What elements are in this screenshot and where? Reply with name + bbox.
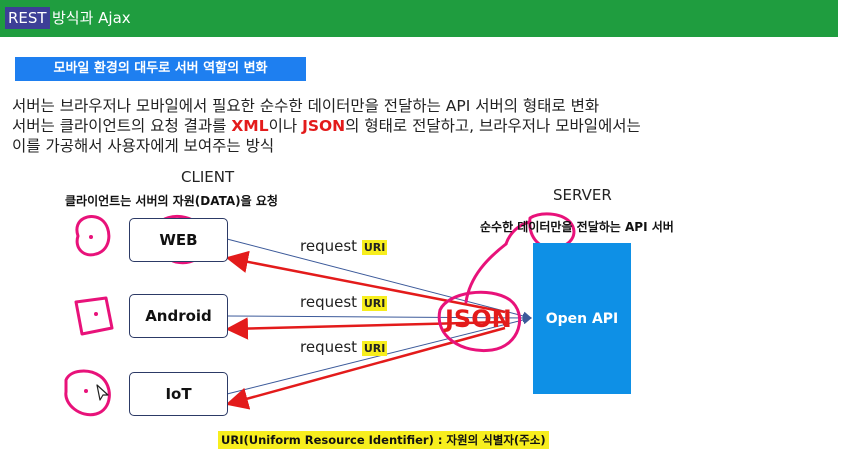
- request-text: request: [300, 293, 358, 311]
- xml-keyword: XML: [231, 117, 269, 135]
- description-line-3: 이를 가공해서 사용자에게 보여주는 방식: [12, 137, 275, 155]
- description-line-2-pre: 서버는 클라이언트의 요청 결과를: [12, 117, 232, 135]
- request-label-3: request URI: [300, 338, 388, 356]
- request-label-2: request URI: [300, 293, 388, 311]
- client-box-web: WEB: [129, 218, 228, 262]
- uri-tag: URI: [361, 240, 388, 255]
- rest-logo: REST: [5, 7, 50, 29]
- open-api-server-box: Open API: [533, 243, 631, 394]
- request-label-1: request URI: [300, 237, 388, 255]
- json-label: JSON: [445, 305, 512, 333]
- response-line-iot: [225, 326, 506, 410]
- description-line-2: 서버는 클라이언트의 요청 결과를 XML이나 JSON의 형태로 전달하고, …: [12, 116, 641, 136]
- section-label: 모바일 환경의 대두로 서버 역할의 변화: [15, 57, 306, 81]
- title-bar: REST 방식과 Ajax: [0, 0, 838, 37]
- request-line-iot: [226, 315, 532, 395]
- pen-annotations: [64, 212, 576, 417]
- client-box-android: Android: [129, 294, 228, 338]
- description-line-1: 서버는 브라우저나 모바일에서 필요한 순수한 데이터만을 전달하는 API 서…: [12, 97, 600, 115]
- response-line-web: [225, 250, 506, 314]
- json-keyword: JSON: [302, 117, 346, 135]
- client-caption: 클라이언트는 서버의 자원(DATA)을 요청: [65, 194, 278, 208]
- request-line-web: [226, 238, 532, 321]
- description-line-2-mid: 이나: [268, 117, 303, 135]
- client-title: CLIENT: [181, 168, 235, 186]
- request-text: request: [300, 237, 358, 255]
- server-title: SERVER: [553, 186, 612, 204]
- client-box-iot: IoT: [129, 372, 228, 416]
- description-line-2-post: 의 형태로 전달하고, 브라우저나 모바일에서는: [345, 117, 641, 135]
- uri-tag: URI: [361, 341, 388, 356]
- pen-cursor-icon: [96, 384, 109, 401]
- response-line-android: [225, 317, 506, 340]
- request-text: request: [300, 338, 358, 356]
- page-title: 방식과 Ajax: [52, 9, 131, 27]
- server-caption: 순수한 데이터만을 전달하는 API 서버: [480, 220, 674, 234]
- request-line-android: [226, 313, 532, 323]
- uri-definition-note: URI(Uniform Resource Identifier) : 자원의 식…: [218, 431, 549, 449]
- uri-tag: URI: [361, 296, 388, 311]
